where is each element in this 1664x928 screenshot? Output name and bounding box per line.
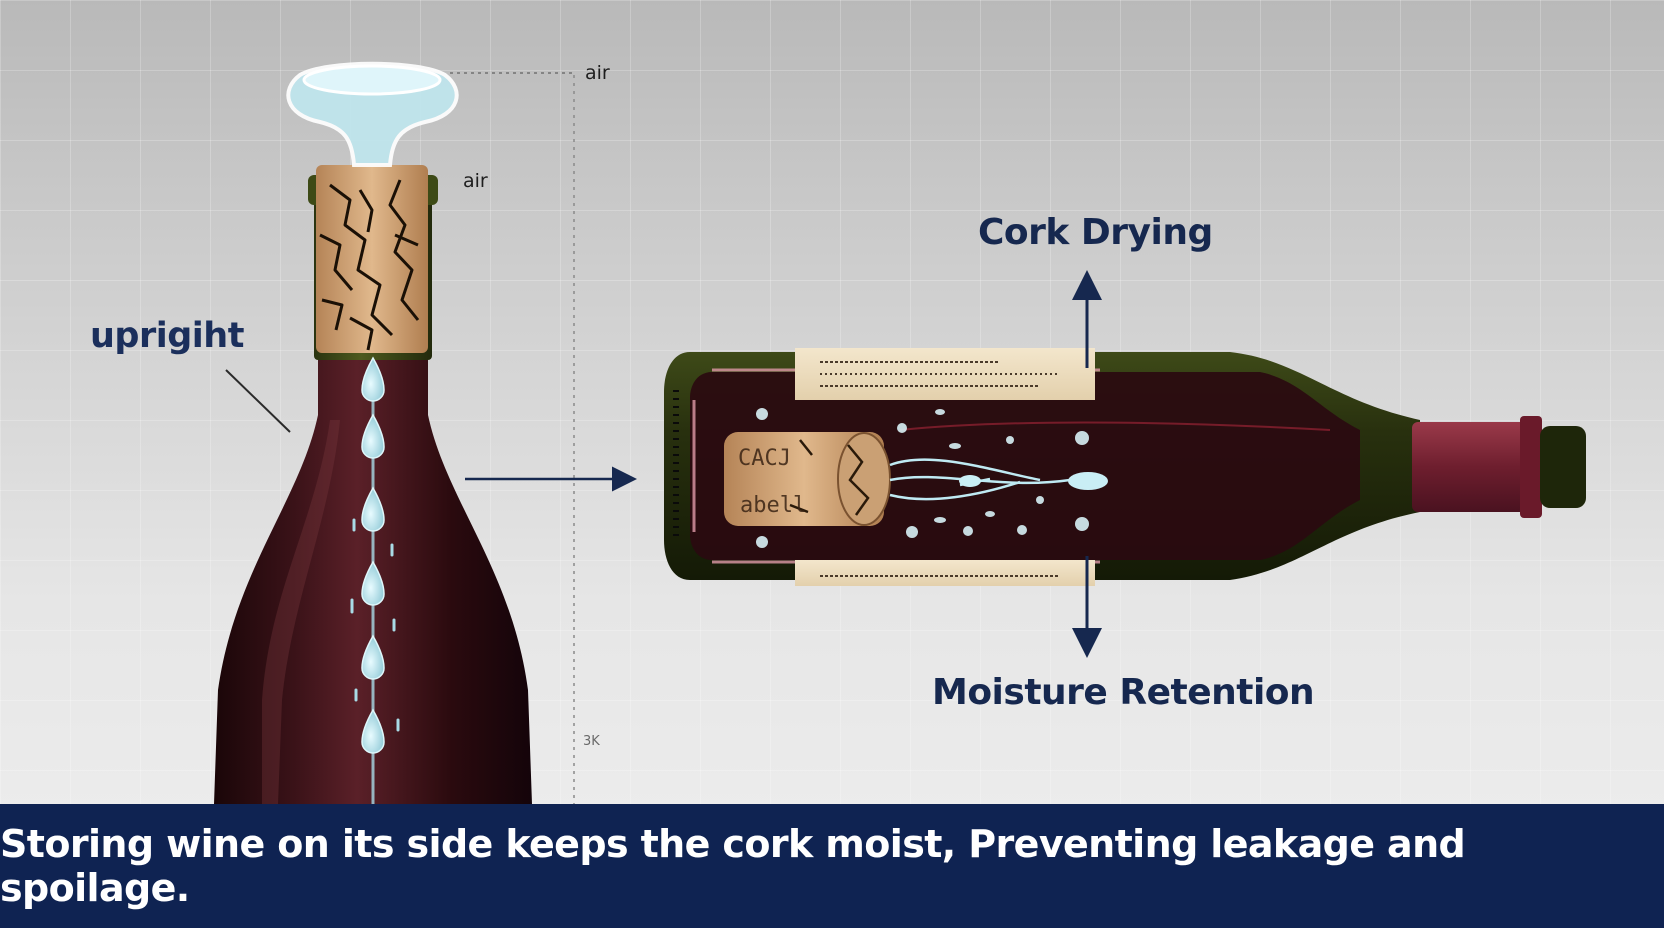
scale-mark-label: 3K — [583, 734, 600, 749]
drip-dashes — [350, 518, 400, 732]
horizontal-wine-streak — [899, 421, 1331, 431]
horizontal-bottle-mouth — [1540, 426, 1586, 508]
moisture-retention-label: Moisture Retention — [932, 672, 1315, 713]
bottle-top-label — [795, 348, 1095, 400]
caption-text: Storing wine on its side keeps the cork … — [0, 822, 1466, 910]
air-label-top: air — [585, 62, 610, 84]
air-funnel-rim — [302, 64, 442, 96]
upright-cork — [316, 165, 428, 353]
upright-label: uprigiht — [90, 316, 244, 356]
horizontal-cork-end — [837, 432, 891, 526]
horizontal-cork-cracks — [789, 439, 870, 516]
cork-drying-label: Cork Drying — [978, 212, 1213, 253]
moisture-head-1 — [1068, 472, 1108, 490]
water-drops — [361, 356, 385, 754]
moisture-head-2 — [959, 475, 981, 487]
bottle-bottom-label — [795, 560, 1095, 586]
horizontal-cork-text-top: CACJ — [738, 446, 791, 471]
air-bubbles — [756, 408, 1089, 548]
air-label-mid: air — [463, 170, 488, 192]
illustration-scene: CACJ abell — [214, 61, 1586, 804]
horizontal-capsule-ring — [1520, 416, 1542, 518]
caption-bar: Storing wine on its side keeps the cork … — [0, 804, 1664, 928]
horizontal-bottle-capsule — [1412, 422, 1532, 512]
upright-pointer-line — [225, 369, 291, 433]
cork-cracks — [319, 179, 420, 351]
horizontal-cork-text-bottom: abell — [740, 493, 806, 518]
upright-bottle-highlight — [262, 420, 340, 804]
